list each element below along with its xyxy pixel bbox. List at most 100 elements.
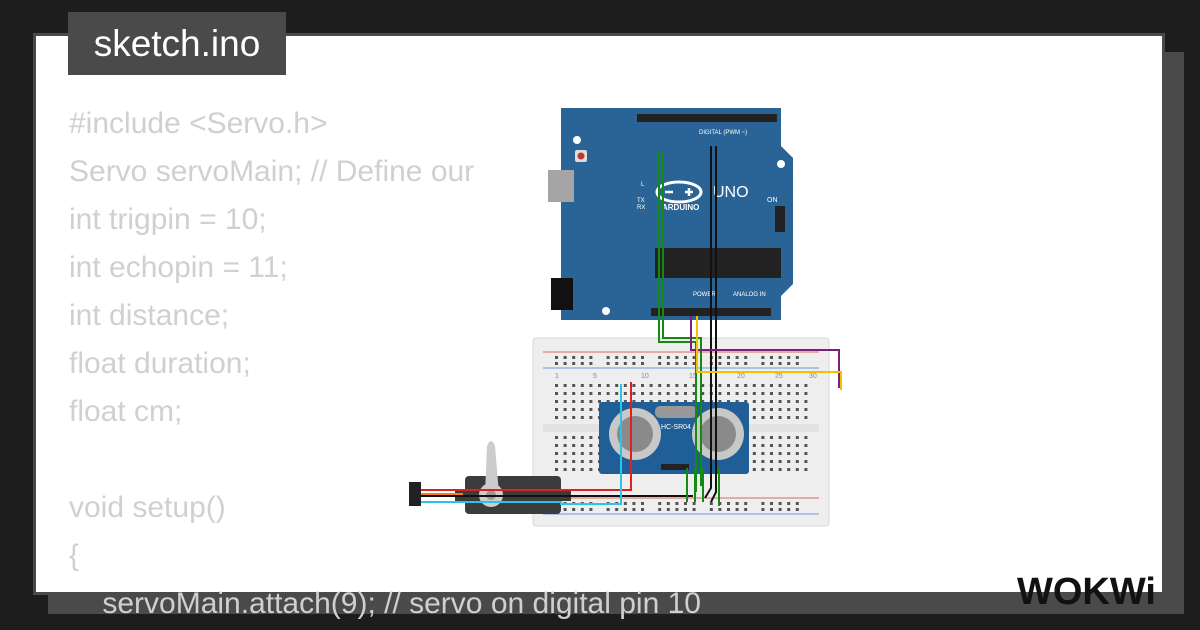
breadboard-hole [572,468,576,471]
breadboard-hole [787,408,791,411]
breadboard-hole [658,508,662,511]
preview-card: #include <Servo.h>Servo servoMain; // De… [33,33,1165,620]
file-title-tab: sketch.ino [68,12,286,75]
breadboard-hole [555,392,558,395]
breadboard-hole [752,444,756,447]
breadboard-hole [580,400,584,403]
breadboard-hole [572,408,576,411]
breadboard-hole [770,384,773,387]
bb-col-mark-15: 15 [689,373,697,380]
breadboard-hole [555,362,558,365]
breadboard-hole [684,392,687,395]
breadboard-hole [752,392,756,395]
breadboard-hole [795,416,799,419]
breadboard-hole [718,384,722,387]
code-line: #include <Servo.h> [69,107,328,140]
arduino-model-label: UNO [713,184,749,201]
breadboard-hole [606,356,610,359]
breadboard-hole [787,416,791,419]
breadboard-hole [606,384,610,387]
breadboard-hole [580,444,584,447]
breadboard-hole [761,408,765,411]
breadboard-hole [580,460,584,463]
breadboard-hole [572,444,576,447]
breadboard-hole [572,384,576,387]
bb-col-mark-20: 20 [737,373,745,380]
breadboard-hole [580,392,584,395]
breadboard-hole [555,384,558,387]
breadboard-hole [761,356,765,359]
breadboard-hole [778,508,782,511]
breadboard-hole [684,356,687,359]
breadboard-hole [615,356,619,359]
breadboard-hole [727,508,730,511]
breadboard-hole [572,392,576,395]
breadboard-hole [804,400,808,403]
breadboard-hole [641,356,644,359]
breadboard-hole [589,468,593,471]
breadboard-hole [787,356,791,359]
code-line: int trigpin = 10; [69,203,267,236]
breadboard-hole [666,356,670,359]
breadboard-hole [563,468,567,471]
breadboard-hole [787,362,791,365]
breadboard-hole [623,502,627,505]
breadboard-hole [598,392,601,395]
breadboard-hole [804,384,808,387]
arduino-brand-label: ARDUINO [662,203,699,212]
breadboard-hole [795,468,799,471]
breadboard-hole [744,356,748,359]
breadboard-hole [727,400,730,403]
breadboard-hole [572,436,576,439]
breadboard-hole [778,356,782,359]
arduino-power-header: POWER [693,292,716,298]
breadboard-hole [752,468,756,471]
breadboard-hole [727,502,730,505]
breadboard-hole [761,416,765,419]
breadboard-hole [752,400,756,403]
breadboard-hole [787,468,791,471]
breadboard-hole [770,416,773,419]
breadboard-hole [735,400,739,403]
breadboard-hole [735,356,739,359]
code-line: servoMain.attach(9); // servo on digital… [69,587,701,620]
breadboard-hole [589,362,593,365]
code-preview: #include <Servo.h>Servo servoMain; // De… [69,100,701,628]
breadboard-hole [684,362,687,365]
breadboard-hole [641,502,644,505]
breadboard-hole [795,436,799,439]
breadboard-hole [623,400,627,403]
breadboard-hole [658,362,662,365]
arduino-l-label: L [641,182,645,188]
breadboard-hole [692,384,696,387]
breadboard-hole [770,468,773,471]
breadboard-hole [770,502,773,505]
breadboard-hole [572,416,576,419]
breadboard-hole [770,444,773,447]
breadboard-hole [778,416,782,419]
breadboard-hole [632,508,636,511]
breadboard-hole [675,356,679,359]
breadboard-hole [641,384,644,387]
breadboard-hole [761,452,765,455]
breadboard-hole [701,400,705,403]
breadboard-hole [804,416,808,419]
breadboard-hole [658,400,662,403]
breadboard-hole [615,392,619,395]
breadboard-hole [684,502,687,505]
breadboard-hole [795,444,799,447]
breadboard-hole [632,502,636,505]
breadboard-hole [589,408,593,411]
breadboard-hole [804,460,808,463]
breadboard-hole [770,508,773,511]
breadboard-hole [615,384,619,387]
breadboard-hole [563,508,567,511]
arduino-logo-icon [655,180,703,204]
breadboard-hole [563,362,567,365]
code-line: float duration; [69,347,251,380]
breadboard-hole [623,362,627,365]
breadboard-hole [778,384,782,387]
code-line: int distance; [69,299,230,332]
code-line: int echopin = 11; [69,251,288,284]
breadboard-hole [692,508,696,511]
